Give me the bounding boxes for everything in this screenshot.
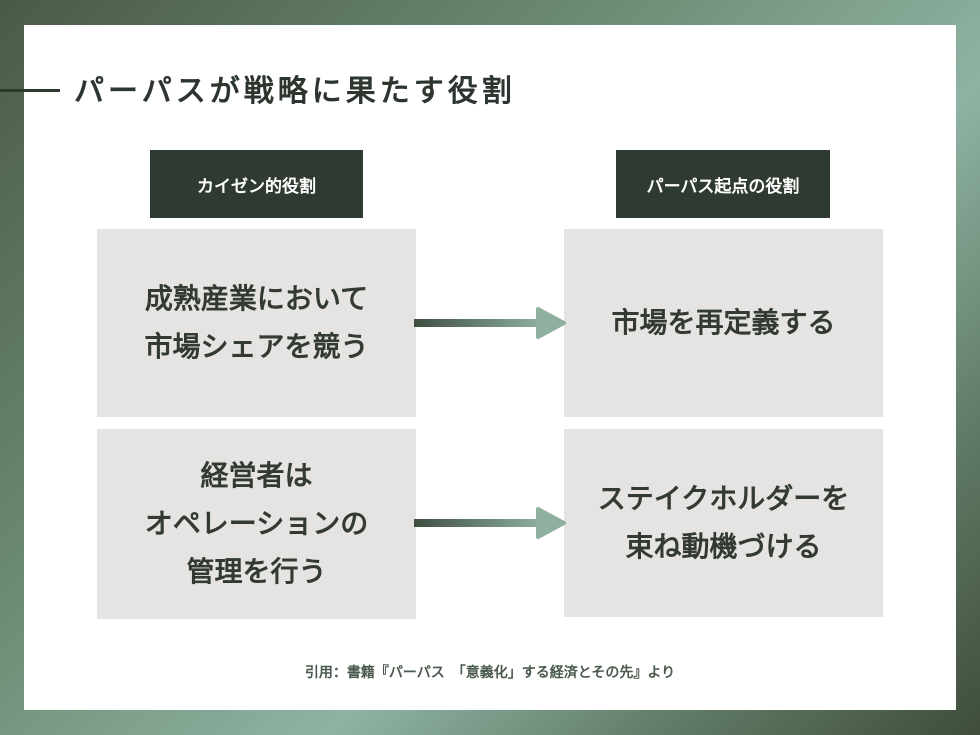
box-right-row-1: 市場を再定義する (564, 229, 883, 417)
box-left-row-2-text: 経営者は オペレーションの 管理を行う (144, 459, 369, 588)
box-left-row-1: 成熟産業において 市場シェアを競う (97, 229, 416, 417)
title-accent-line (0, 89, 60, 92)
arrow-right-icon (414, 307, 566, 339)
page-title: パーパスが戦略に果たす役割 (74, 74, 516, 109)
box-right-row-2: ステイクホルダーを 束ね動機づける (564, 429, 883, 617)
header-kaizen-role: カイゼン的役割 (150, 150, 363, 218)
box-left-row-2: 経営者は オペレーションの 管理を行う (97, 429, 416, 619)
box-right-row-1-text: 市場を再定義する (611, 306, 836, 339)
arrow-right-icon (414, 507, 566, 539)
header-purpose-role: パーパス起点の役割 (616, 150, 830, 218)
box-left-row-1-text: 成熟産業において 市場シェアを競う (144, 282, 369, 363)
box-right-row-2-text: ステイクホルダーを 束ね動機づける (597, 482, 850, 563)
citation-footnote: 引用：書籍『パーパス 「意義化」する経済とその先』より (304, 665, 676, 681)
